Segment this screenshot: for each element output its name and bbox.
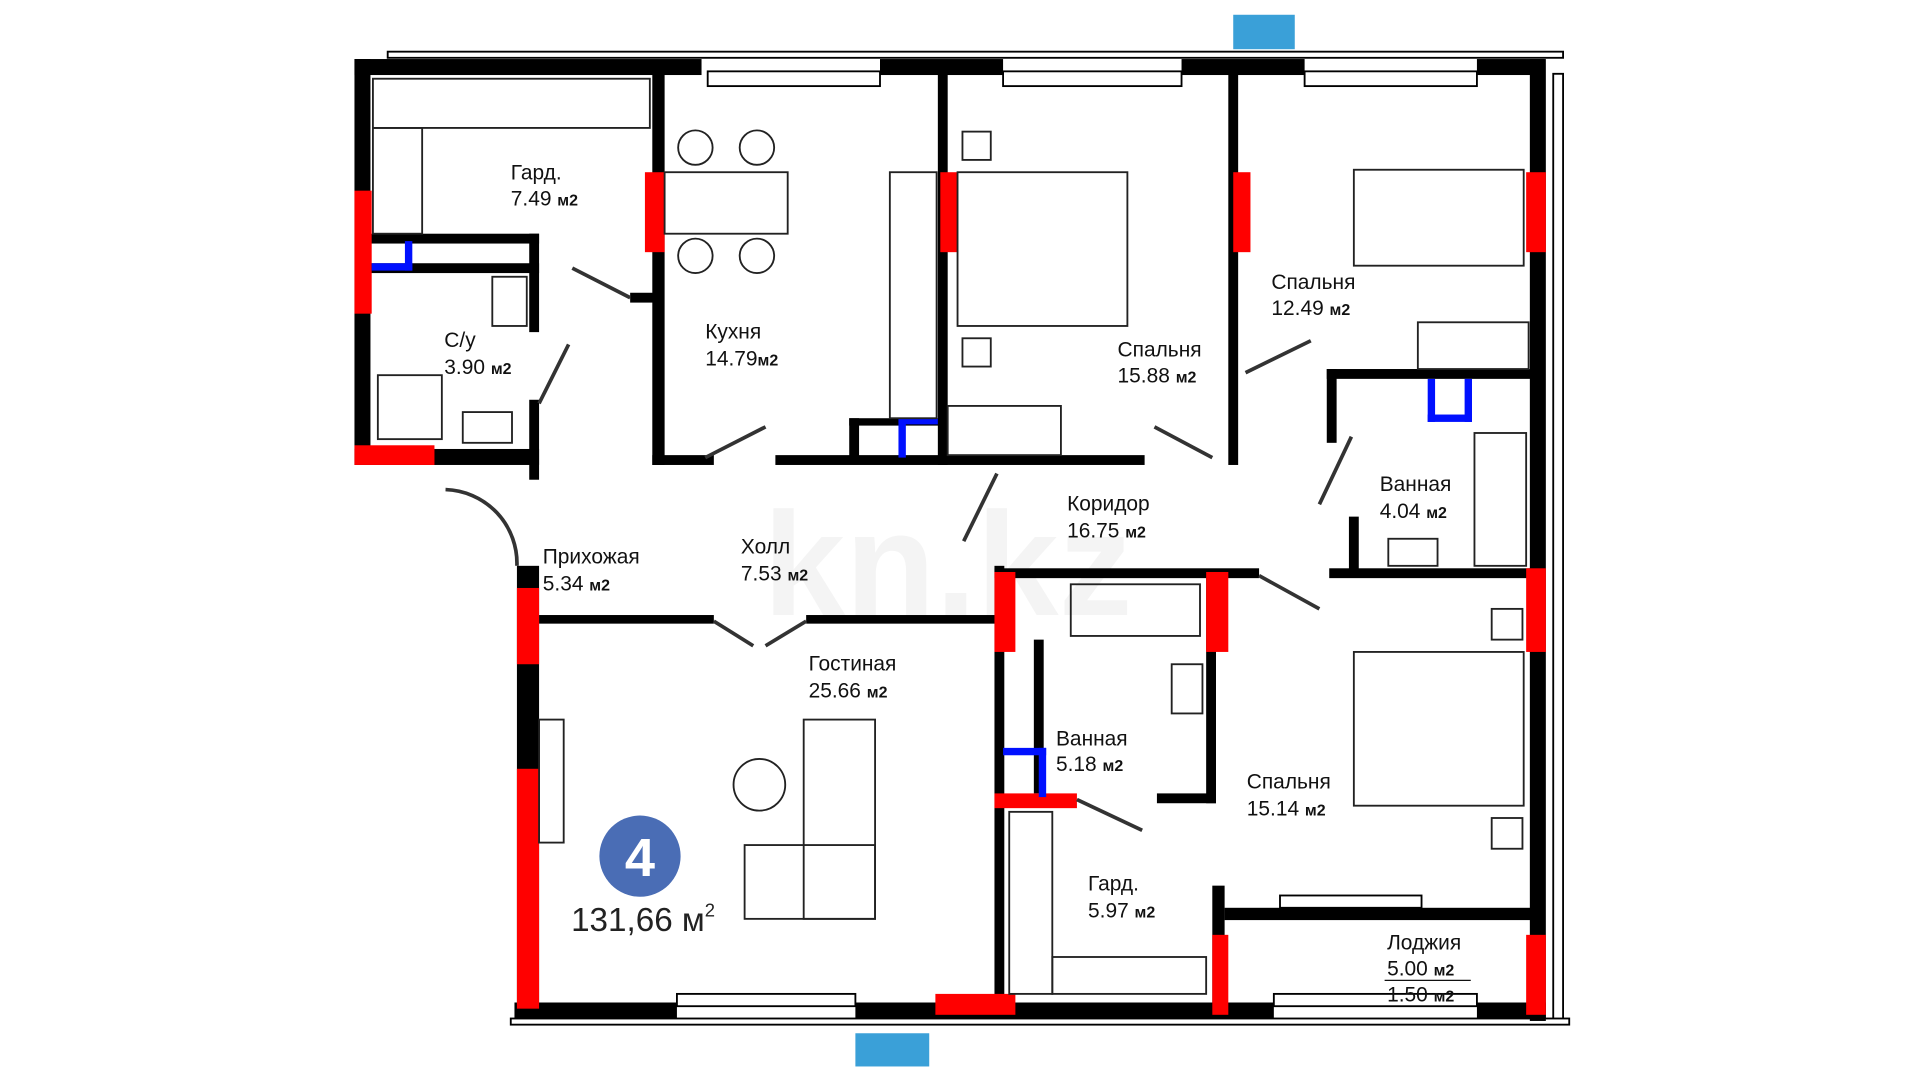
room-name: Гард. xyxy=(1088,873,1139,896)
doors xyxy=(445,266,1354,832)
room-area: 15.14 м2 xyxy=(1247,798,1326,821)
room-area: 7.53 м2 xyxy=(741,563,808,586)
room-area: 5.00 м2 xyxy=(1387,957,1454,980)
room-name: Коридор xyxy=(1067,492,1150,515)
shafts xyxy=(371,241,1472,798)
room-name: Спальня xyxy=(1118,339,1202,362)
room-name: Спальня xyxy=(1271,271,1355,294)
room-name: Ванная xyxy=(1380,473,1452,496)
windows xyxy=(386,50,1571,1026)
room-area: 16.75 м2 xyxy=(1067,520,1146,543)
room-name: Спальня xyxy=(1247,770,1331,793)
room-name: Прихожая xyxy=(543,545,640,568)
room-name: Ванная xyxy=(1056,727,1128,750)
room-area: 14.79м2 xyxy=(705,347,778,370)
room-name: Холл xyxy=(741,536,790,559)
room-area: 5.34 м2 xyxy=(543,572,610,595)
room-name: Лоджия xyxy=(1387,932,1461,955)
room-area: 5.97 м2 xyxy=(1088,900,1155,923)
room-area-2: 1.50 м2 xyxy=(1387,983,1454,1006)
room-area: 15.88 м2 xyxy=(1118,365,1197,388)
walls xyxy=(354,59,1546,1021)
furniture xyxy=(372,77,1530,995)
rooms-badge: 4 xyxy=(599,815,681,897)
total-area: 131,66 м2 xyxy=(571,899,715,939)
window-marker-top xyxy=(1233,14,1295,50)
room-area: 5.18 м2 xyxy=(1056,753,1123,776)
room-labels: Гард. 7.49 м2 С/у 3.90 м2 Кухня 14.79м2 … xyxy=(444,162,1471,1006)
room-area: 25.66 м2 xyxy=(809,679,888,702)
room-name: Гард. xyxy=(511,162,562,185)
rooms-count: 4 xyxy=(625,828,655,888)
room-area: 7.49 м2 xyxy=(511,187,578,210)
room-name: Гостиная xyxy=(809,652,897,675)
bearing-walls xyxy=(354,172,1546,1015)
window-marker-bottom xyxy=(855,1033,930,1067)
room-name: Кухня xyxy=(705,320,761,343)
room-area: 12.49 м2 xyxy=(1271,297,1350,320)
room-name: С/у xyxy=(444,329,476,352)
room-area: 4.04 м2 xyxy=(1380,500,1447,523)
room-area: 3.90 м2 xyxy=(444,356,511,379)
